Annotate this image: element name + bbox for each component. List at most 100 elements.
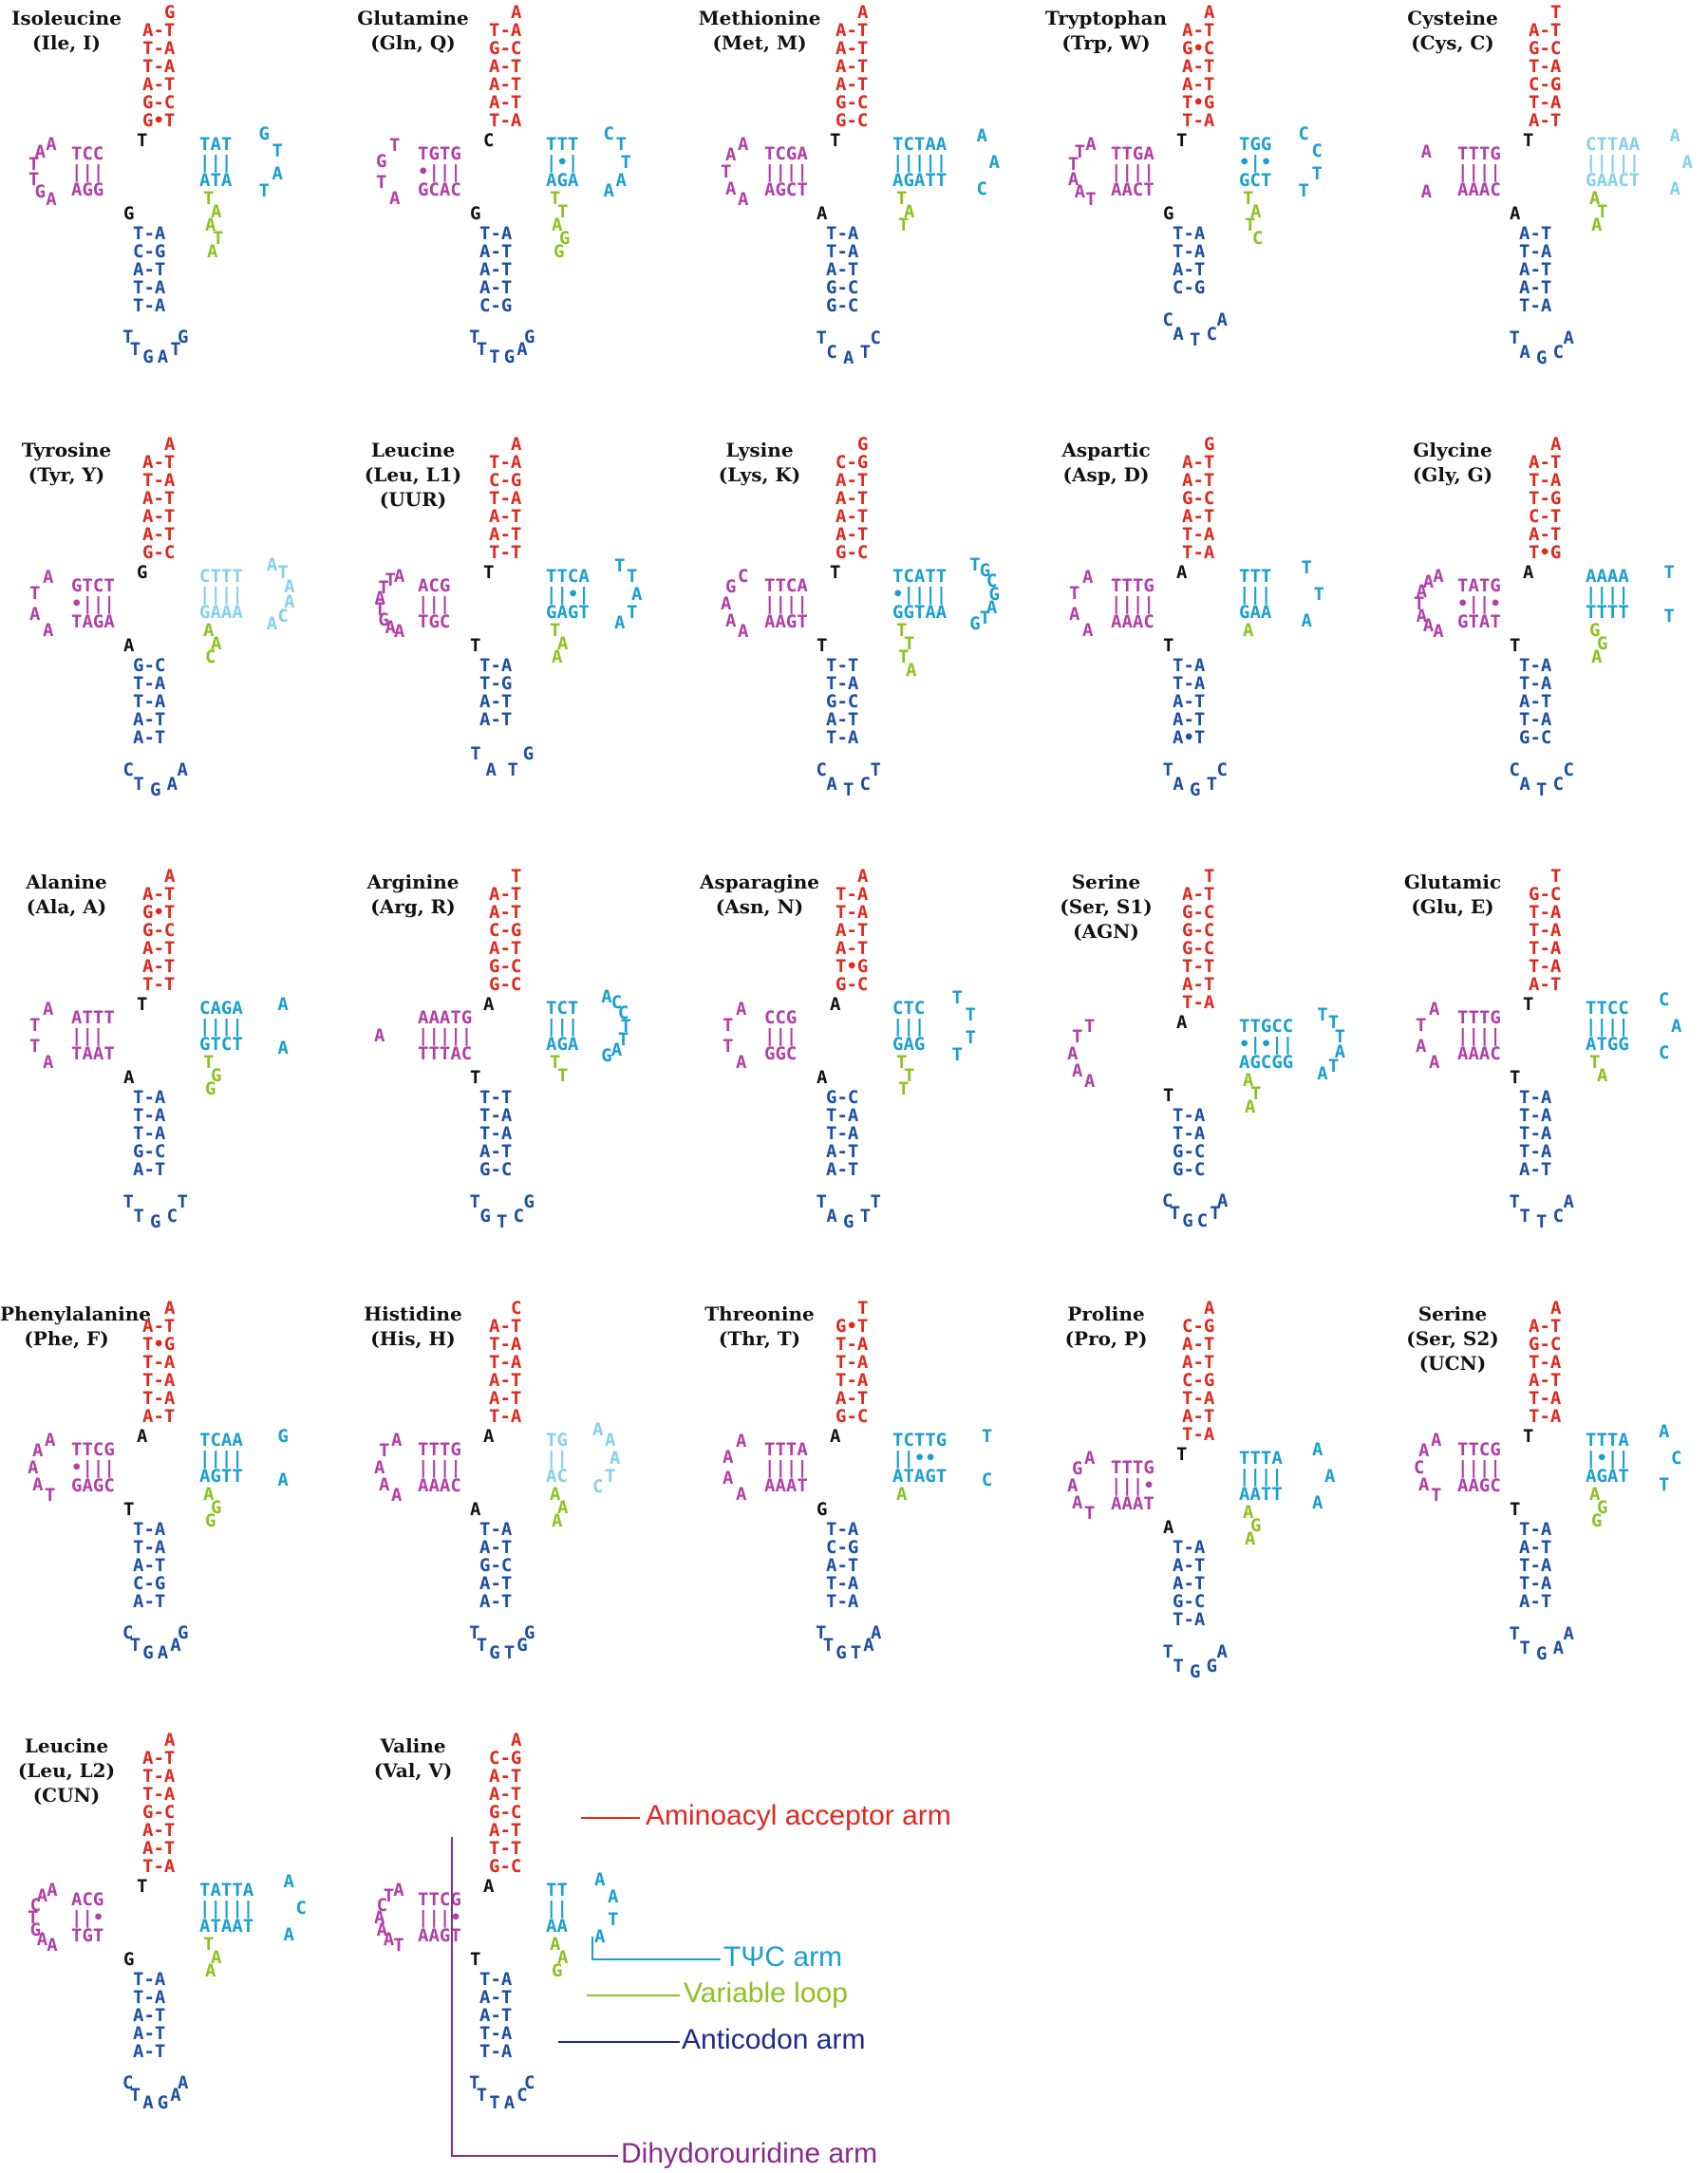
tpsic-bottom: GAAA bbox=[199, 602, 243, 623]
trna-title-line: Glutamic bbox=[1403, 871, 1502, 893]
tpsic-loop-nt: A bbox=[988, 152, 1000, 173]
tpsic-pairs: || bbox=[546, 1898, 568, 1919]
acceptor-pair: T-A bbox=[835, 902, 869, 923]
anticodon-pair: A-T bbox=[1519, 1591, 1552, 1612]
tpsic-loop-nt: A bbox=[1312, 1439, 1323, 1461]
tpsic-pairs: |||| bbox=[1586, 1016, 1629, 1037]
anticodon-pair: T-A bbox=[826, 1591, 859, 1612]
tpsic-pairs: ||| bbox=[1239, 584, 1272, 605]
anticodon-pair: A-T bbox=[1173, 259, 1206, 280]
tpsic-loop-nt: T bbox=[1311, 163, 1323, 185]
connector-nt: A bbox=[483, 994, 495, 1015]
anticodon-pair: T-A bbox=[826, 727, 859, 748]
dhu-loop-nt: A bbox=[1415, 1036, 1427, 1058]
dhu-loop-nt: A bbox=[1417, 1440, 1430, 1462]
dhu-pairs: •||| bbox=[71, 1457, 115, 1478]
dhu-loop-nt: C bbox=[737, 566, 749, 588]
dhu-bottom: AAAC bbox=[1457, 179, 1501, 200]
dhu-pairs: ||| bbox=[71, 1025, 104, 1046]
trna-title-line: Cysteine bbox=[1407, 7, 1498, 29]
acceptor-pair: A-T bbox=[835, 920, 869, 941]
anticodon-pair: T-A bbox=[1173, 1105, 1206, 1126]
anticodon-pair: T-A bbox=[133, 1969, 166, 1990]
acceptor-pair: A-T bbox=[835, 20, 869, 41]
trna-title-line: Isoleucine bbox=[11, 7, 122, 29]
anticodon-loop-nt: C bbox=[122, 759, 134, 781]
acceptor-pair: G•T bbox=[835, 1316, 869, 1337]
anticodon-pair: G-C bbox=[1173, 1591, 1206, 1612]
acceptor-pair: T-A bbox=[1182, 1424, 1215, 1445]
acceptor-pair: A-T bbox=[489, 1316, 522, 1337]
dhu-loop-nt: T bbox=[722, 1014, 734, 1036]
tpsic-pairs: |||| bbox=[1239, 1466, 1283, 1487]
dhu-top: TTTG bbox=[1457, 143, 1501, 164]
anticodon-pair: T-A bbox=[1519, 241, 1552, 262]
tpsic-loop-nt: A bbox=[610, 1448, 621, 1469]
tpsic-top: TAT bbox=[199, 134, 233, 155]
dhu-loop-nt: A bbox=[722, 1446, 734, 1468]
tpsic-loop-nt: A bbox=[1301, 609, 1312, 631]
tpsic-loop-nt: A bbox=[610, 1040, 623, 1061]
acceptor-pair: T-A bbox=[142, 1784, 176, 1805]
tpsic-bottom: GAA bbox=[1239, 602, 1272, 623]
dhu-bottom: TTTAC bbox=[418, 1043, 473, 1064]
acceptor-pair: T-A bbox=[142, 1388, 176, 1409]
variable-loop-nt: A bbox=[1243, 620, 1254, 641]
tpsic-loop-nt: A bbox=[272, 163, 283, 185]
anticodon-loop-nt: C bbox=[1509, 759, 1520, 781]
anticodon-pair: T-A bbox=[1519, 655, 1552, 676]
dhu-loop-nt: A bbox=[385, 616, 396, 638]
acceptor-pair: G-C bbox=[1182, 920, 1215, 941]
anticodon-loop-nt: G bbox=[523, 1621, 535, 1643]
acceptor-pair: A-T bbox=[142, 20, 176, 41]
tpsic-pairs: •|• bbox=[1239, 152, 1272, 173]
dhu-loop-nt: A bbox=[374, 588, 385, 609]
acceptor-pair: T-A bbox=[489, 1352, 522, 1373]
dhu-pairs: •||| bbox=[418, 161, 461, 182]
anticodon-loop-nt: G bbox=[835, 1641, 847, 1663]
dhu-loop-nt: T bbox=[44, 1484, 56, 1506]
anticodon-loop-nt: G bbox=[1190, 1661, 1201, 1682]
variable-loop-nt: T bbox=[550, 188, 561, 209]
anticodon-loop-nt: C bbox=[1552, 342, 1565, 364]
anticodon-pair: T-A bbox=[1173, 1123, 1206, 1144]
variable-loop-nt: T bbox=[896, 620, 908, 641]
anticodon-loop-nt: T bbox=[1173, 1656, 1184, 1677]
connector-nt: C bbox=[483, 130, 495, 151]
acceptor-pair: C-G bbox=[835, 452, 869, 473]
connector-nt: T bbox=[1163, 635, 1174, 656]
variable-loop-nt: T bbox=[203, 1934, 215, 1955]
tpsic-loop-nt: G bbox=[979, 559, 991, 581]
dhu-loop-nt: T bbox=[389, 135, 401, 157]
trna-title: Leucine(Leu, L2)(CUN) bbox=[0, 1733, 133, 1808]
connector-nt: A bbox=[483, 1426, 495, 1447]
anticodon-pair: A-T bbox=[133, 709, 166, 730]
dhu-loop-nt: A bbox=[1067, 168, 1079, 190]
anticodon-loop-nt: G bbox=[1182, 1209, 1193, 1231]
dhu-loop-nt: A bbox=[736, 1483, 747, 1505]
tpsic-top: AAAA bbox=[1586, 566, 1629, 587]
trna-title-line: (Ile, I) bbox=[32, 31, 101, 54]
connector-nt: T bbox=[137, 994, 148, 1015]
dhu-loop-nt: T bbox=[722, 1036, 734, 1058]
acceptor-pair: A-T bbox=[489, 1766, 522, 1787]
variable-loop-nt: G bbox=[554, 241, 565, 262]
trna-title: Glycine(Gly, G) bbox=[1386, 438, 1519, 487]
variable-loop-nt: A bbox=[906, 660, 917, 681]
acceptor-pair: G•T bbox=[142, 902, 176, 923]
acceptor-pair: A-T bbox=[1182, 974, 1215, 995]
tpsic-loop-nt: T bbox=[951, 1043, 963, 1065]
tpsic-top: TCATT bbox=[892, 566, 948, 587]
dhu-loop-nt: A bbox=[28, 1457, 39, 1478]
trna-title: Arginine(Arg, R) bbox=[347, 870, 479, 919]
tpsic-top: TCT bbox=[546, 998, 579, 1019]
tpsic-loop-nt: T bbox=[272, 140, 283, 161]
dhu-loop-nt: T bbox=[393, 1935, 404, 1957]
acceptor-pair: T-A bbox=[489, 1334, 522, 1355]
anticodon-pair: T-A bbox=[1519, 709, 1552, 730]
acceptor-pair: G•C bbox=[1182, 38, 1215, 59]
acceptor-pair: G•T bbox=[142, 110, 176, 131]
